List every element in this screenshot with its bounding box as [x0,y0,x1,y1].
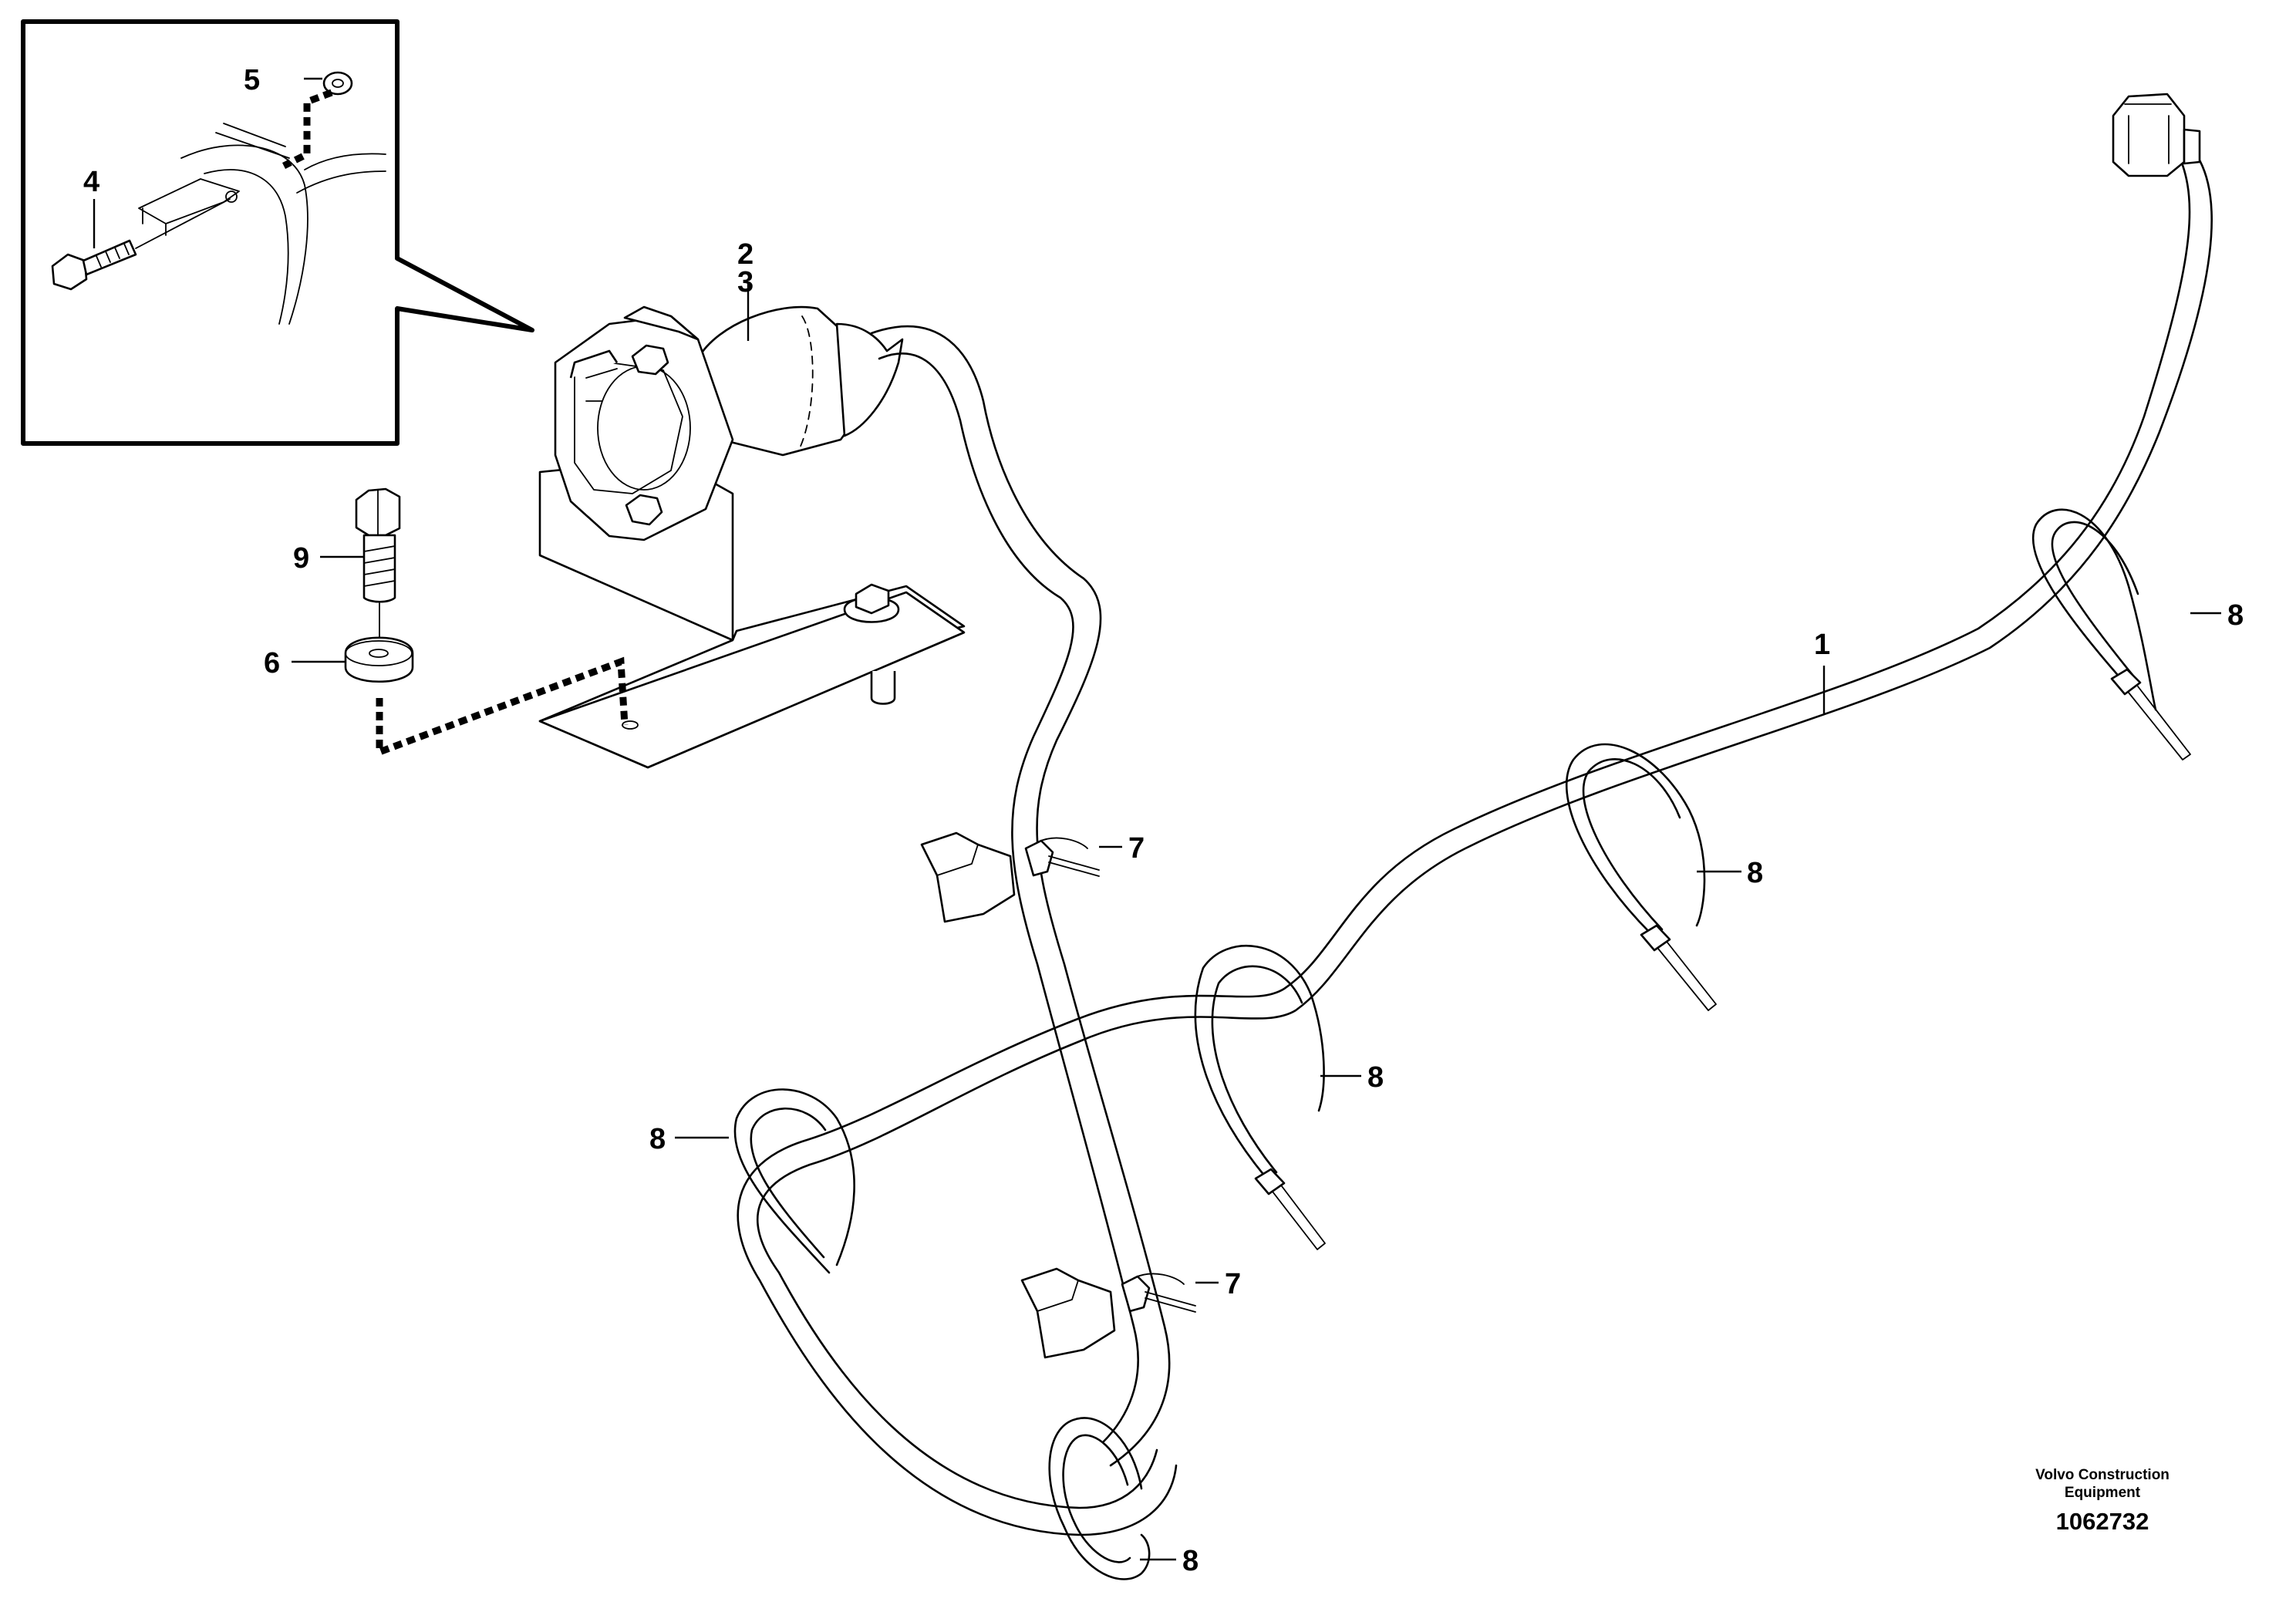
flange-bolt-bottom [625,494,663,526]
detail-inset [21,19,534,446]
clip-item-7-lower [1020,1267,1196,1359]
callout-7-lower: 7 [1225,1268,1241,1300]
callout-4: 4 [83,166,99,198]
callout-8-center: 8 [1367,1061,1384,1094]
washer-item-6 [344,636,414,683]
document-number: 1062732 [2056,1508,2149,1535]
brand-line-1: Volvo Construction [2035,1467,2170,1483]
callout-8-left: 8 [649,1123,666,1155]
socket-assembly [538,305,966,769]
callout-7-upper: 7 [1128,832,1145,865]
harness-item-1 [737,93,2213,1536]
cable-tie-item-8-left [733,1088,855,1274]
callout-3: 3 [737,266,754,298]
callout-8-mid-right: 8 [1747,857,1763,889]
callout-8-right: 8 [2227,599,2244,632]
cable-tie-item-8-bottom [1048,1417,1151,1580]
cable-tie-item-8-center [1194,944,1326,1250]
nut-item-5 [322,71,353,96]
callout-9: 9 [293,542,309,575]
flange-bolt-top [631,344,669,376]
callout-6: 6 [264,647,280,679]
callout-2: 2 [737,238,754,271]
cable-tie-item-8-mid-right [1566,743,1717,1011]
bolt-item-9 [355,487,401,645]
callout-labels: 1 2 3 4 5 6 7 7 8 8 8 8 8 9 [83,64,2244,1577]
cable-tie-item-8-right [2031,508,2191,760]
bolt-item-4 [51,198,231,291]
leader-lines [93,77,2221,1561]
callout-5: 5 [244,64,260,96]
brand-block: Volvo Construction Equipment 1062732 [2035,1467,2170,1535]
callout-8-bottom: 8 [1182,1545,1199,1577]
brand-line-2: Equipment [2065,1485,2141,1501]
callout-1: 1 [1814,629,1830,661]
clip-item-7-upper [920,831,1100,923]
